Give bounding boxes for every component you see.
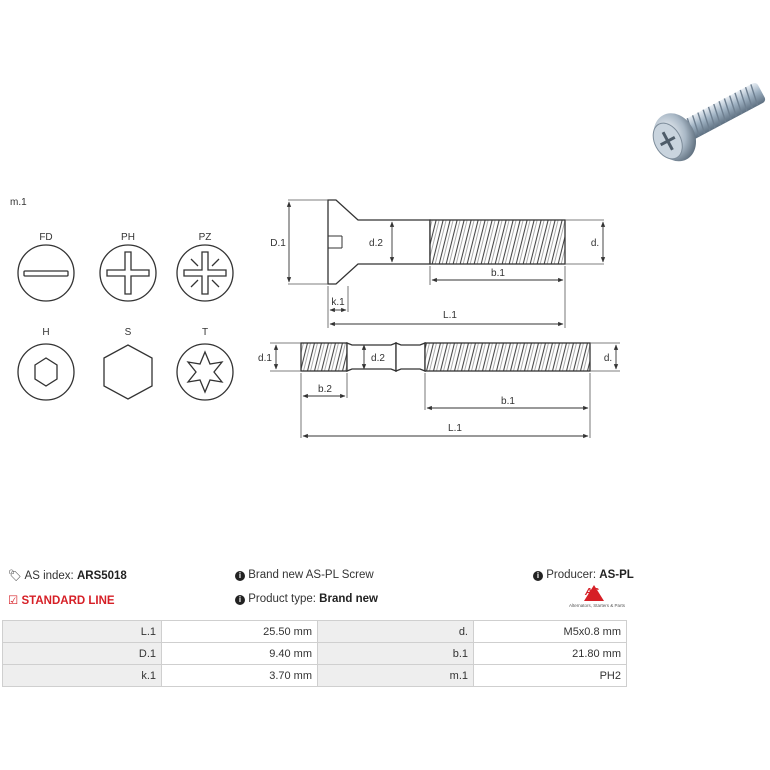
producer-value: AS-PL [599,569,634,581]
drive-label-h: H [42,327,49,338]
description-text: Brand new AS-PL Screw [248,569,374,581]
spec-value: 25.50 mm [161,620,318,643]
spec-value: 21.80 mm [473,642,627,665]
producer: i Producer: AS-PL [533,569,634,581]
tag-icon: 🏷︎ [8,570,22,582]
spec-value: M5x0.8 mm [473,620,627,643]
drive-label-s: S [125,327,132,338]
as-index-value: ARS5018 [76,570,127,582]
as-index-label: AS index: [24,570,74,582]
product-type-value: Brand new [319,593,378,605]
dim-k1: k.1 [331,297,345,308]
stud-dim-d1: d.1 [258,353,272,364]
spec-key: D.1 [2,642,162,665]
stud-dim-b1: b.1 [501,396,515,407]
table-row: L.1 25.50 mm d. M5x0.8 mm [2,620,627,643]
phillips-drive-icon [99,244,157,302]
table-row: D.1 9.40 mm b.1 21.80 mm [2,642,627,665]
hex-head-icon [103,344,153,400]
as-pl-logo: AS Alternators, Starters & Parts [566,585,628,613]
drive-label-pz: PZ [199,232,212,243]
type-code-label: m.1 [10,197,27,208]
as-index: 🏷︎ AS index: ARS5018 [8,569,127,582]
info-icon: i [235,595,245,605]
table-row: k.1 3.70 mm m.1 PH2 [2,664,627,687]
pozidriv-drive-icon [176,244,234,302]
standard-line-label: STANDARD LINE [21,595,115,607]
product-type: i Product type: Brand new [235,593,378,605]
drive-label-t: T [202,327,208,338]
torx-drive-icon [176,343,234,401]
logo-text: AS [585,587,599,598]
slot-drive-icon [17,244,75,302]
spec-table: L.1 25.50 mm d. M5x0.8 mm D.1 9.40 mm b.… [2,620,627,687]
spec-key: b.1 [317,642,474,665]
drive-label-fd: FD [39,232,52,243]
dim-b1: b.1 [491,268,505,279]
info-icon: i [235,571,245,581]
spec-value: PH2 [473,664,627,687]
spec-key: d. [317,620,474,643]
product-photo [652,82,766,162]
spec-value: 3.70 mm [161,664,318,687]
dim-D1: D.1 [270,238,286,249]
checkbox-icon: ☑ [8,595,19,607]
info-icon: i [533,571,543,581]
stud-drawing: d.1 d.2 d. b.2 b.1 L.1 [258,342,620,439]
product-type-label: Product type: [248,593,316,605]
standard-line: ☑ STANDARD LINE [8,593,115,607]
stud-dim-L1: L.1 [448,423,462,434]
spec-value: 9.40 mm [161,642,318,665]
screw-drawing: D.1 d.2 d. b.1 k.1 L.1 [270,199,606,328]
producer-label: Producer: [546,569,597,581]
hex-socket-icon [17,343,75,401]
description: i Brand new AS-PL Screw [235,569,374,581]
dim-L1: L.1 [443,310,457,321]
spec-key: m.1 [317,664,474,687]
stud-dim-b2: b.2 [318,384,332,395]
logo-tagline: Alternators, Starters & Parts [568,603,626,608]
spec-key: k.1 [2,664,162,687]
stud-dim-d2: d.2 [371,353,385,364]
technical-drawing: m.1 FD PH PZ H S T [10,197,620,439]
drive-label-ph: PH [121,232,135,243]
dim-d2: d.2 [369,238,383,249]
stud-dim-d: d. [604,353,612,364]
dim-d: d. [591,238,599,249]
spec-key: L.1 [2,620,162,643]
